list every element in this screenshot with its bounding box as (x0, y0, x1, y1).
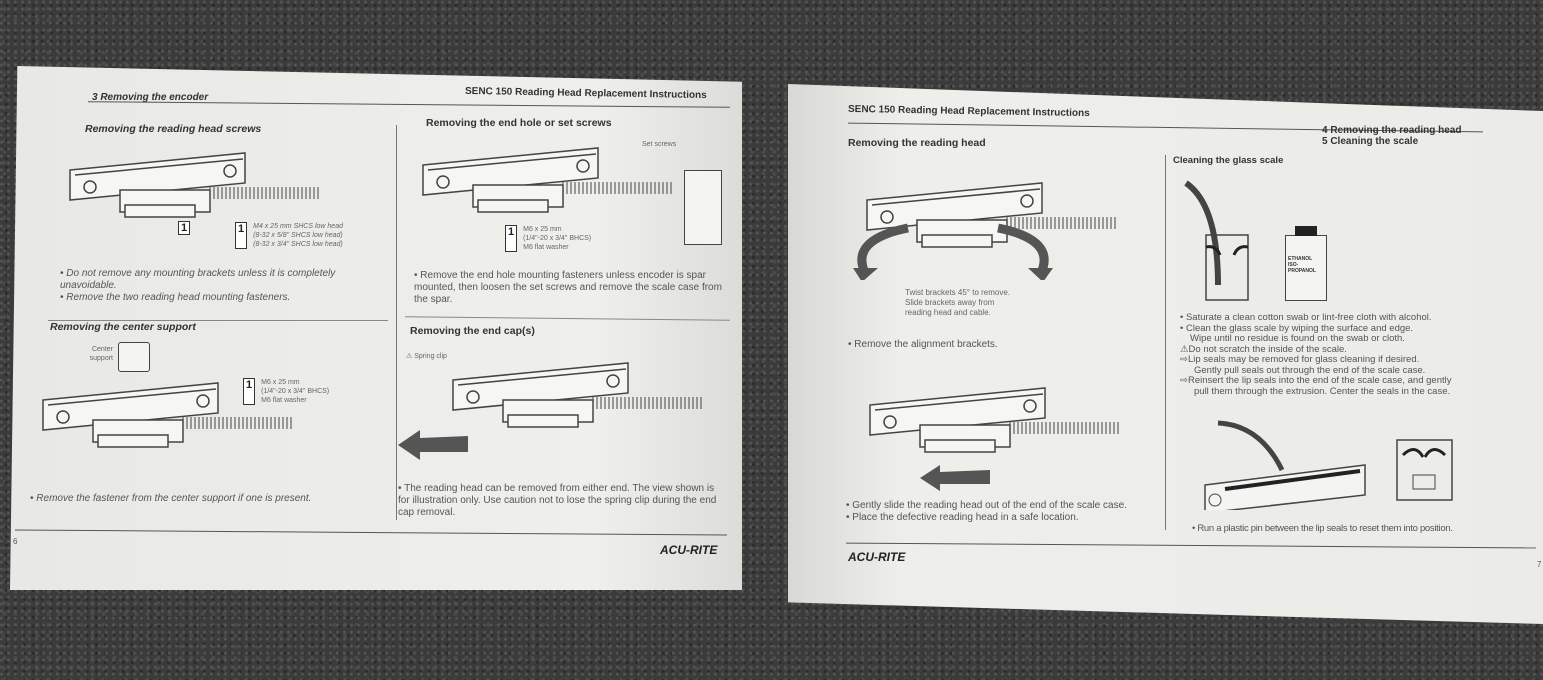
section-title: Removing the end cap(s) (410, 325, 535, 337)
note-continuation: pull them through the extrusion. Center … (1194, 385, 1451, 397)
lip-seal-section-illustration (1396, 439, 1453, 501)
callout-line: M6 x 25 mm (261, 379, 300, 386)
bullet-list: Remove the end hole mounting fasteners u… (414, 270, 732, 306)
swab-in-scale-illustration (1184, 180, 1249, 301)
bullet: Place the defective reading head in a sa… (846, 512, 1127, 524)
spring-clip-label: ⚠ Spring clip (406, 352, 447, 361)
alcohol-bottle: ETHANOL ISO- PROPANOL (1285, 226, 1327, 301)
arrow-right-icon: ⇨ (1180, 354, 1188, 365)
warning-icon: ⚠ (1180, 343, 1189, 355)
set-screws-label: Set screws (642, 141, 677, 148)
arrow-right-icon: ⇨ (1180, 375, 1188, 386)
brand-logo: ACU-RITE (660, 543, 718, 557)
bullet-list: Remove the alignment brackets. (848, 339, 997, 351)
twist-arrows-icon (853, 223, 1053, 280)
bullet: Remove the two reading head mounting fas… (60, 292, 390, 304)
section-title: Removing the reading head (848, 137, 986, 149)
bullet: Run a plastic pin between the lip seals … (1192, 523, 1453, 535)
callout-tag: 1 (243, 378, 256, 405)
bullet-list: Run a plastic pin between the lip seals … (1192, 523, 1453, 535)
bottle-label: ETHANOL (1288, 256, 1313, 262)
section-title: Cleaning the glass scale (1173, 155, 1284, 166)
warning-icon: ⚠ (406, 353, 413, 360)
caption: Twist brackets 45° to remove. Slide brac… (905, 288, 1010, 318)
bullet: Remove the fastener from the center supp… (30, 493, 360, 505)
encoder-illustration (866, 182, 1116, 248)
callout-line: M6 flat washer (261, 397, 307, 404)
section-divider (48, 320, 388, 321)
page-number: 7 (1537, 560, 1542, 569)
encoder-illustration (69, 152, 319, 218)
note: ⇨Reinsert the lip seals into the end of … (1180, 375, 1452, 386)
bullet-list: Do not remove any mounting brackets unle… (60, 268, 390, 304)
screw-tag: 1 (178, 218, 191, 236)
arrow-left-icon (920, 465, 990, 491)
page-number: 6 (13, 537, 18, 546)
plastic-pin-illustration (1204, 420, 1366, 510)
bullet-continuation: Wipe until no residue is found on the sw… (1190, 333, 1405, 344)
caption-line: reading head and cable. (905, 308, 991, 317)
chapter-label: 4 Removing the reading head (1322, 125, 1462, 136)
bullet: Remove the alignment brackets. (848, 339, 997, 351)
left-header-chapter: 3 Removing the encoder (92, 92, 209, 103)
chapter-label: 5 Cleaning the scale (1322, 136, 1419, 147)
callout: 1 M4 x 25 mm SHCS low head (8-32 x 5/8" S… (235, 222, 343, 249)
bullet-list: Gently slide the reading head out of the… (846, 500, 1127, 524)
encoder-illustration (869, 387, 1119, 453)
bullet: • Saturate a clean cotton swab or lint-f… (1180, 312, 1432, 323)
bullet: Remove the end hole mounting fasteners u… (414, 270, 732, 306)
center-support-block (118, 342, 150, 372)
callout-line: (1/4"-20 x 3/4" BHCS) (261, 388, 330, 395)
label-text: Spring clip (414, 353, 447, 360)
cleaning-instructions: • Saturate a clean cotton swab or lint-f… (1180, 312, 1540, 397)
callout-line: M4 x 25 mm SHCS low head (253, 223, 343, 230)
callout-line: M6 x 25 mm (523, 226, 562, 233)
bullet: The reading head can be removed from eit… (398, 483, 728, 519)
brand-logo: ACU-RITE (848, 550, 906, 564)
caption-line: Twist brackets 45° to remove. (905, 288, 1011, 297)
caption-line: Slide brackets away from (905, 298, 995, 307)
bullet-list: Remove the fastener from the center supp… (30, 493, 360, 505)
encoder-illustration (42, 382, 292, 448)
callout-line: M6 flat washer (523, 244, 569, 251)
bottle-cap (1295, 226, 1317, 236)
encoder-illustration (452, 362, 702, 428)
bullet-list: The reading head can be removed from eit… (398, 483, 728, 519)
bullet: • Clean the glass scale by wiping the su… (1180, 322, 1414, 334)
note: ⇨Lip seals may be removed for glass clea… (1180, 354, 1420, 365)
callout-line: (8-32 x 3/4" SHCS low head) (253, 241, 343, 248)
callout-tag: 1 (505, 225, 518, 252)
center-support-label: Center support (89, 346, 113, 362)
end-cap-sideview (684, 170, 722, 245)
column-divider (1165, 155, 1166, 530)
callout: 1 M6 x 25 mm (1/4"-20 x 3/4" BHCS) M6 flat… (243, 378, 329, 405)
callout-line: (8-32 x 5/8" SHCS low head) (253, 232, 343, 239)
encoder-illustration (422, 147, 672, 213)
bullet: Gently slide the reading head out of the… (846, 500, 1127, 512)
bullet: Do not remove any mounting brackets unle… (60, 268, 390, 292)
callout-tag: 1 (235, 222, 248, 249)
right-header-chapters: 4 Removing the reading head 5 Cleaning t… (1322, 125, 1461, 147)
callout: 1 M6 x 25 mm (1/4"-20 x 3/4" BHCS) M6 flat… (505, 225, 591, 252)
callout-line: (1/4"-20 x 3/4" BHCS) (523, 235, 592, 242)
section-title: Removing the end hole or set screws (426, 117, 612, 129)
note-continuation: Gently pull seals out through the end of… (1194, 364, 1426, 376)
arrow-left-icon (398, 430, 468, 460)
section-title: Removing the center support (50, 321, 196, 333)
column-divider (396, 125, 397, 520)
bottle-label: ISO- (1288, 262, 1299, 268)
section-title: Removing the reading head screws (85, 123, 262, 135)
warning-note: ⚠Do not scratch the inside of the scale. (1180, 343, 1347, 355)
bottle-label: PROPANOL (1288, 268, 1316, 274)
